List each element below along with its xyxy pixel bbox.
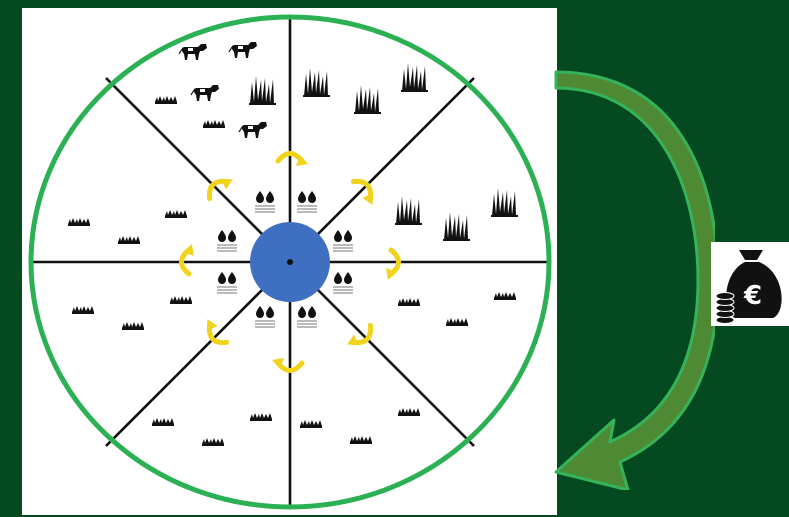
short-grass-icon xyxy=(350,436,372,444)
tall-grass-icon xyxy=(354,85,381,114)
water-drops-icon xyxy=(255,306,275,327)
short-grass-icon xyxy=(202,438,224,446)
short-grass-icon xyxy=(170,296,192,304)
water-drops-icon xyxy=(297,191,317,212)
curved-arrow-icon xyxy=(200,318,230,348)
curved-arrow-icon xyxy=(346,322,376,352)
curved-arrow-icon xyxy=(350,176,380,206)
curved-arrow-icon xyxy=(204,172,234,202)
cow-icon xyxy=(229,42,257,58)
tall-grass-icon xyxy=(249,76,276,105)
cow-icon xyxy=(191,85,219,101)
short-grass-icon xyxy=(250,413,272,421)
curved-arrow-icon xyxy=(278,154,308,167)
short-grass-icon xyxy=(68,218,90,226)
big-return-arrow xyxy=(540,70,715,490)
short-grass-icon xyxy=(398,298,420,306)
curved-arrow-icon xyxy=(556,72,715,490)
cow-icon xyxy=(239,122,267,138)
short-grass-icon xyxy=(122,322,144,330)
tall-grass-icon xyxy=(401,63,428,92)
money-tile: € xyxy=(711,242,789,326)
water-drops-icon xyxy=(217,230,237,251)
water-drops-icon xyxy=(217,272,237,293)
short-grass-icon xyxy=(155,96,177,104)
short-grass-icon xyxy=(398,408,420,416)
tall-grass-icon xyxy=(395,196,422,225)
grazed-grass-patches xyxy=(155,76,276,128)
short-grass-icon xyxy=(72,306,94,314)
cow-icon xyxy=(179,44,207,60)
curved-arrow-icon xyxy=(272,358,302,371)
short-grass-icon xyxy=(300,420,322,428)
euro-symbol: € xyxy=(743,281,762,311)
tall-grass-icon xyxy=(303,68,330,97)
curved-arrow-icon xyxy=(182,244,195,274)
paddock-wheel xyxy=(22,8,557,515)
tall-grass-icon xyxy=(443,212,470,241)
short-grass-icon xyxy=(446,318,468,326)
water-drops-icon xyxy=(255,191,275,212)
rotational-grazing-diagram xyxy=(22,8,557,515)
water-drops-icon xyxy=(297,306,317,327)
tall-grass-icon xyxy=(491,188,518,217)
short-grass-icon xyxy=(494,292,516,300)
curved-arrow-icon xyxy=(386,250,399,280)
short-grass-icon xyxy=(203,120,225,128)
short-grass-icon xyxy=(165,210,187,218)
money-bag-euro-icon: € xyxy=(711,242,789,326)
short-grass-icon xyxy=(118,236,140,244)
water-drops-icon xyxy=(333,272,353,293)
water-drops-icon xyxy=(333,230,353,251)
short-grass-icon xyxy=(152,418,174,426)
regrowth-tall-grass xyxy=(303,63,518,241)
